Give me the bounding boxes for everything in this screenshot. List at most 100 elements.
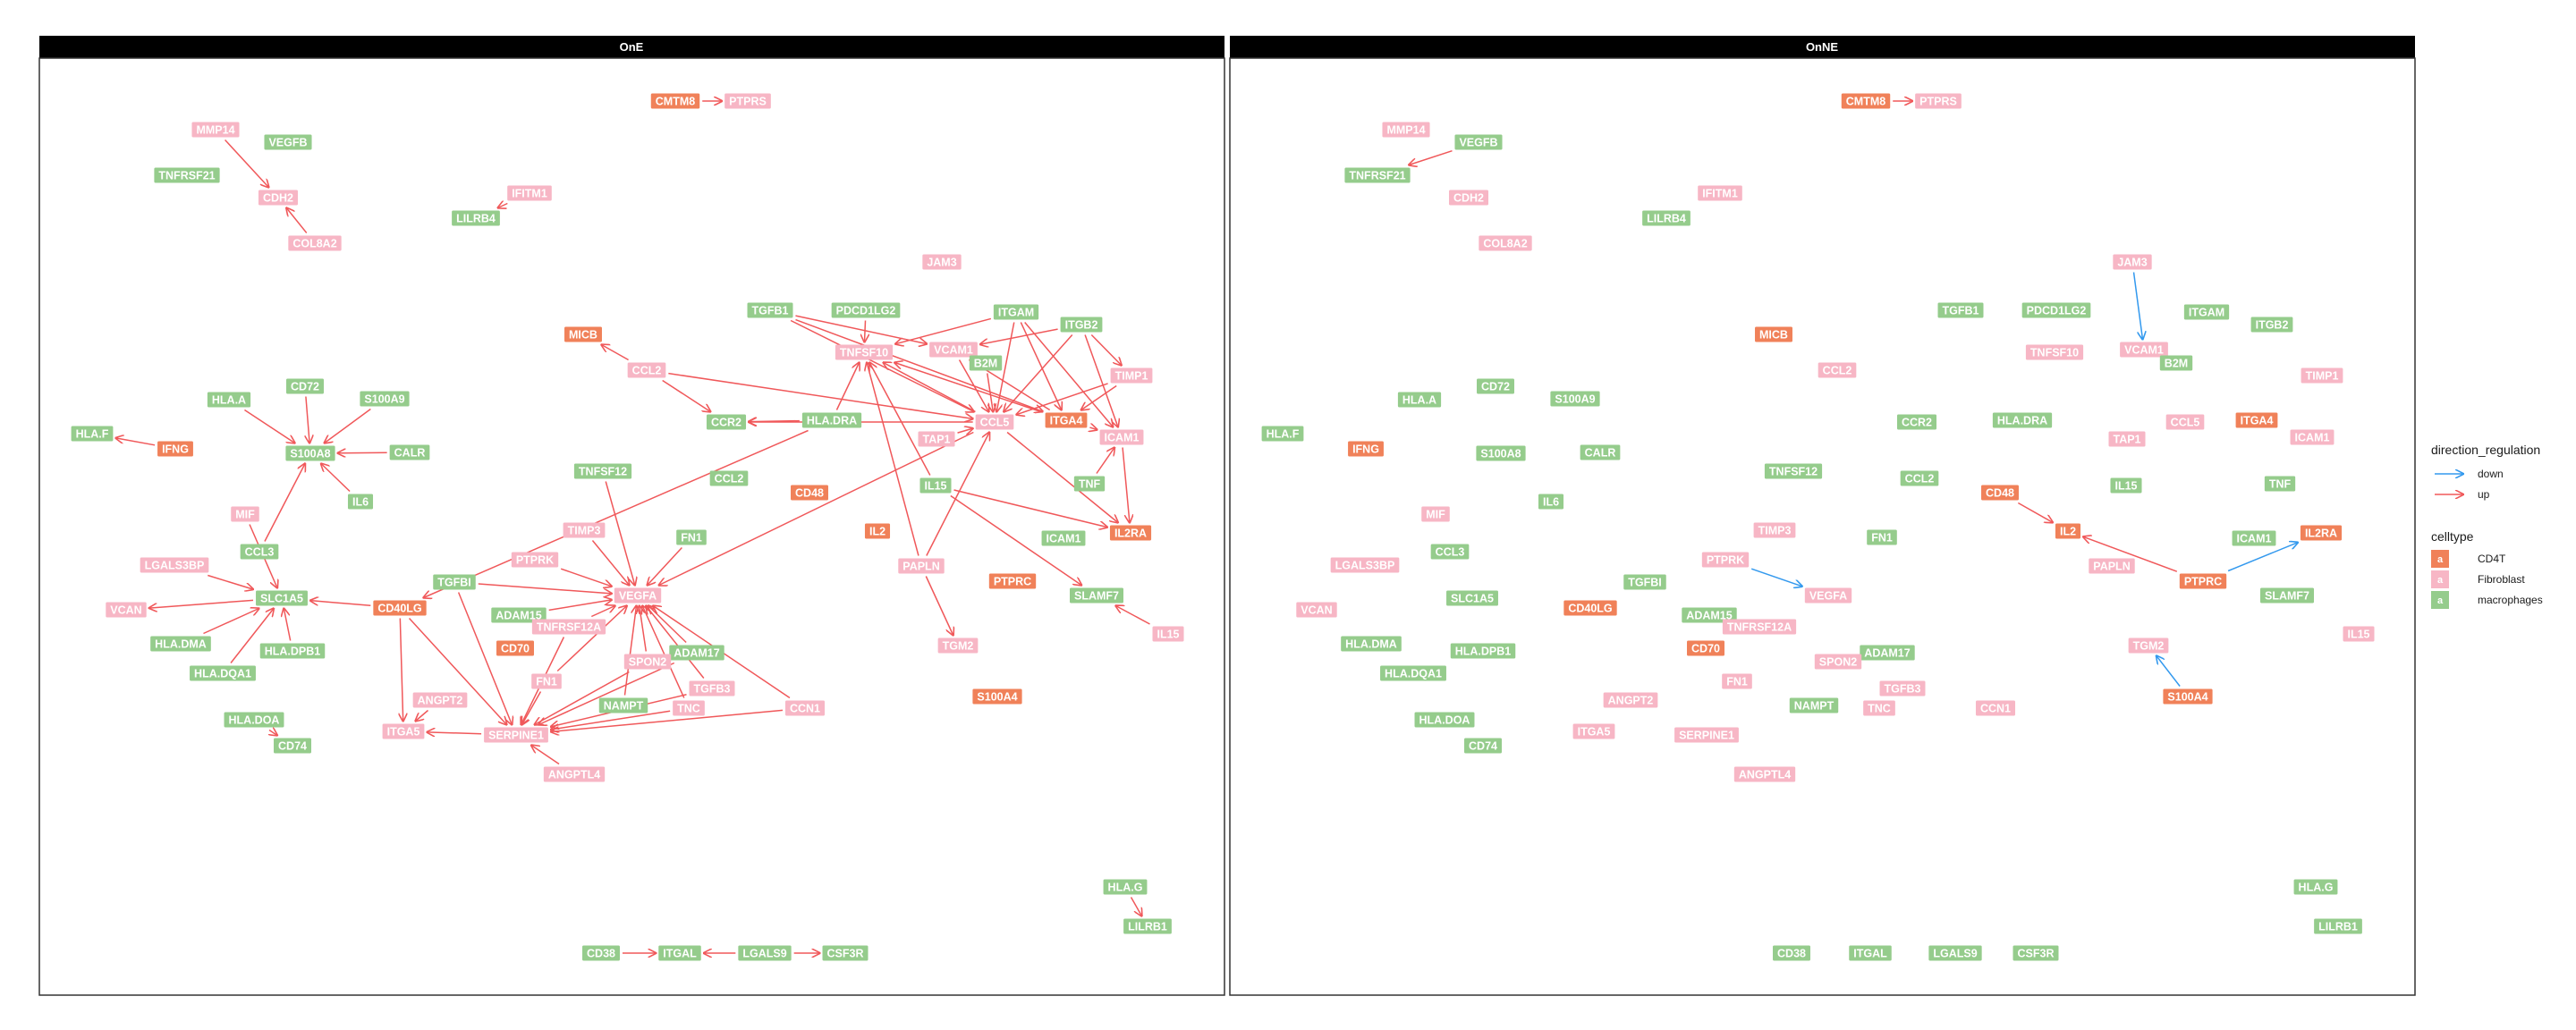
edge-ifng-to-hla-f — [115, 438, 156, 446]
node-label: CDH2 — [263, 192, 293, 205]
node-label: S100A4 — [2167, 691, 2207, 704]
node-label: LILRB4 — [456, 213, 496, 225]
node-box — [71, 426, 114, 442]
node-label: TNFRSF12A — [1727, 621, 1792, 634]
node-label: IL15 — [2114, 480, 2137, 493]
node-label: HLA.F — [1267, 428, 1300, 441]
node-box — [543, 766, 606, 782]
node-box — [676, 529, 707, 545]
node-cd38: CD38 — [582, 945, 620, 961]
node-slc1a5: SLC1A5 — [256, 590, 308, 606]
node-pdcd1lg2: PDCD1LG2 — [831, 302, 901, 318]
node-label: HLA.G — [2299, 882, 2334, 894]
node-box — [1060, 317, 1103, 333]
node-il2ra: IL2RA — [2300, 525, 2343, 541]
node-label: TNF — [1079, 478, 1101, 491]
node-s100a4: S100A4 — [972, 688, 1022, 705]
node-box — [1698, 185, 1742, 201]
node-tnfsf10: TNFSF10 — [2025, 344, 2084, 360]
legend-direction-title: direction_regulation — [2431, 443, 2540, 457]
node-itgal: ITGAL — [1849, 945, 1892, 961]
node-hla-dra: HLA.DRA — [801, 412, 862, 428]
node-label: HLA.DPB1 — [1455, 646, 1512, 658]
node-label: ANGPT2 — [418, 695, 463, 707]
node-slc1a5: SLC1A5 — [1446, 590, 1498, 606]
node-label: HLA.F — [76, 428, 109, 441]
node-label: HLA.A — [1402, 394, 1436, 407]
node-itgb2: ITGB2 — [1060, 317, 1103, 333]
node-box — [1722, 673, 1752, 689]
node-label: B2M — [974, 358, 997, 370]
node-box — [2260, 587, 2314, 604]
node-label: NAMPT — [604, 700, 644, 713]
node-il15b: IL15 — [2343, 626, 2375, 642]
node-label: TNFSF10 — [840, 347, 888, 359]
node-ptprc: PTPRC — [2179, 573, 2227, 589]
node-box — [274, 738, 311, 754]
legend: direction_regulation down up celltype a … — [2431, 443, 2543, 609]
node-box — [240, 544, 279, 560]
node-label: ICAM1 — [1105, 432, 1140, 444]
edge-il15-to-tnfsf10 — [869, 363, 931, 476]
edge-papln-to-tgm2 — [925, 576, 953, 636]
node-label: CD38 — [587, 948, 615, 960]
node-vcan: VCAN — [106, 602, 147, 618]
node-cd48: CD48 — [1981, 485, 2019, 501]
node-label: HLA.DRA — [807, 415, 857, 427]
node-label: VCAN — [110, 604, 141, 617]
node-box — [1103, 879, 1148, 895]
node-box — [347, 494, 374, 510]
node-box — [1860, 645, 1915, 661]
node-label: TNFRSF21 — [1349, 170, 1405, 182]
node-box — [190, 665, 256, 681]
edge-tnc-to-serpine1 — [551, 710, 671, 730]
edge-papln-to-tnfsf10 — [867, 363, 919, 556]
edge-s100a4-to-tgm2 — [2157, 656, 2181, 687]
node-box — [231, 506, 259, 522]
edge-ccl2-to-micb — [601, 345, 629, 361]
node-lgals9: LGALS9 — [738, 945, 792, 961]
node-itga5: ITGA5 — [1572, 723, 1615, 739]
node-label: TIMP3 — [1758, 525, 1792, 537]
edge-hla-doa-to-cd74 — [269, 730, 277, 736]
node-box — [2300, 525, 2343, 541]
node-label: CD48 — [795, 487, 824, 500]
node-spon2: SPON2 — [623, 654, 672, 670]
node-hla-a: HLA.A — [1397, 392, 1442, 408]
node-box — [563, 522, 606, 538]
node-hla-dpb1: HLA.DPB1 — [259, 643, 326, 659]
node-label: SLC1A5 — [260, 593, 303, 605]
node-box — [988, 573, 1037, 589]
node-label: CALR — [394, 447, 426, 460]
edge-cd72-to-s100a8 — [306, 396, 309, 443]
node-box — [1981, 485, 2019, 501]
node-box — [2165, 414, 2205, 430]
node-fn1: FN1 — [1867, 529, 1897, 545]
node-tnc: TNC — [1863, 700, 1895, 716]
edge-vcam1-to-ccl5 — [958, 359, 989, 412]
panel-two-nodes: MMP14VEGFBTNFRSF21CDH2COL8A2IFITM1LILRB4… — [1261, 93, 2375, 961]
node-box — [919, 477, 952, 494]
node-box — [898, 558, 945, 574]
node-label: SERPINE1 — [1679, 730, 1734, 742]
node-lgals3bp: LGALS3BP — [1330, 557, 1400, 573]
node-pdcd1lg2: PDCD1LG2 — [2021, 302, 2091, 318]
edge-itgam-to-itga4 — [1020, 322, 1061, 410]
node-box — [784, 700, 826, 716]
edge-itgb2-to-timp1 — [1090, 333, 1121, 366]
node-box — [1764, 463, 1823, 479]
node-label: PTPRS — [729, 96, 767, 108]
node-label: B2M — [2165, 358, 2188, 370]
node-label: ADAM15 — [1686, 610, 1732, 622]
node-angptl4: ANGPTL4 — [543, 766, 606, 782]
edge-tgfbi-to-vegfa — [478, 583, 612, 594]
node-tnfsf10: TNFSF10 — [835, 344, 894, 360]
node-label: S100A4 — [977, 691, 1017, 704]
node-mmp14: MMP14 — [191, 122, 240, 138]
node-tgm2: TGM2 — [2128, 637, 2169, 654]
panel-two-frame — [1229, 57, 2416, 996]
node-fn1: FN1 — [676, 529, 707, 545]
node-tnfrsf12a: TNFRSF12A — [531, 619, 606, 635]
node-box — [1563, 600, 1617, 616]
node-cd70: CD70 — [1687, 640, 1724, 656]
